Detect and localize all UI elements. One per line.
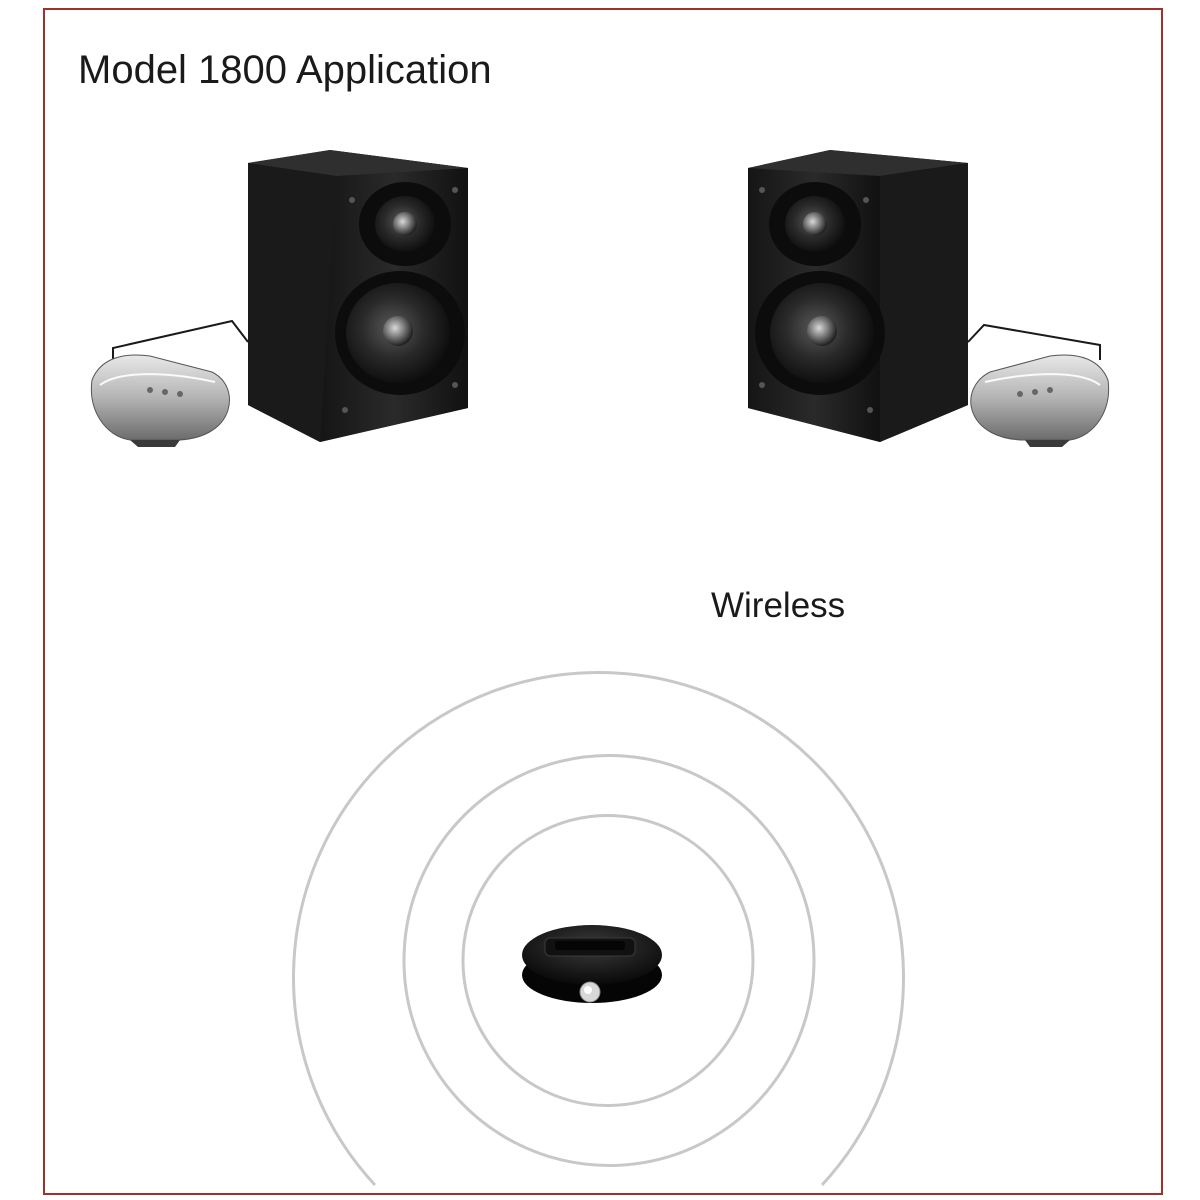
transmitter <box>522 925 662 1003</box>
wave-outer <box>292 670 905 1187</box>
wireless-label: Wireless <box>711 586 846 625</box>
left-speaker <box>248 150 468 442</box>
wireless-waves <box>292 670 905 1187</box>
wave-middle <box>402 754 816 1167</box>
right-receiver <box>967 323 1110 447</box>
right-speaker <box>748 150 968 442</box>
left-receiver <box>90 319 249 447</box>
wave-inner <box>461 814 755 1107</box>
diagram-title: Model 1800 Application <box>78 48 492 92</box>
